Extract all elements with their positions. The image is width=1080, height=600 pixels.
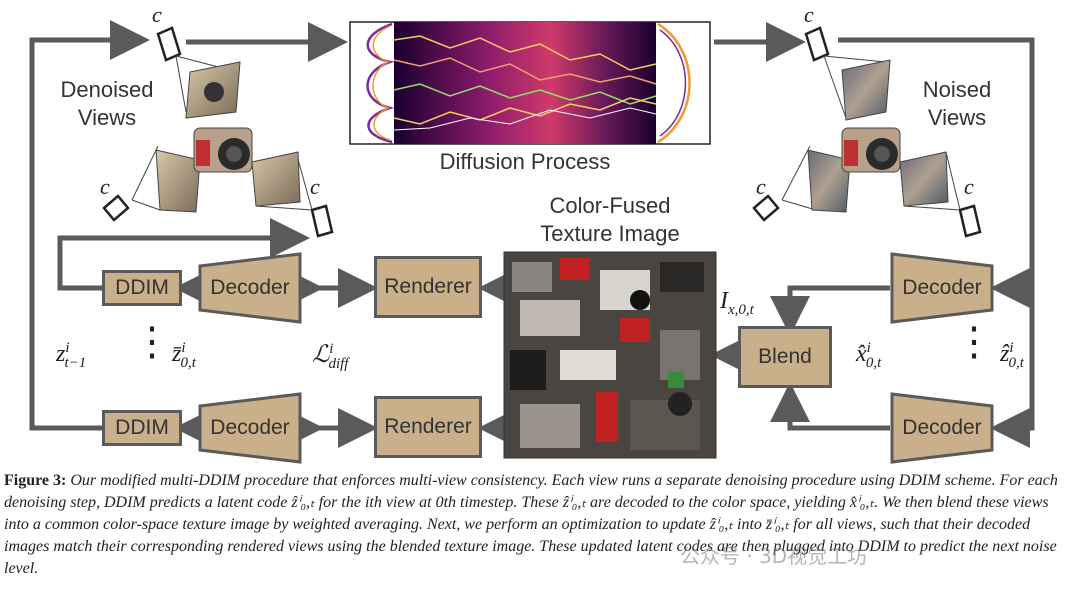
decoder-right-top [890, 252, 994, 324]
camera-label: c [756, 174, 766, 199]
texture-image [503, 251, 717, 459]
ddim-box-top: DDIM [102, 270, 182, 306]
renderer-box-bottom: Renderer [374, 396, 482, 458]
decoder-label-left-top: Decoder [210, 276, 290, 299]
blend-box: Blend [738, 326, 832, 388]
camera-mid-right-icon-left-group [251, 151, 334, 238]
decoder-left-top [198, 252, 302, 324]
camera-mid-right-icon [752, 145, 851, 222]
diagram: Denoised Views Noised Views Diffusion Pr… [29, 2, 1035, 464]
camera-top-left-icon [156, 26, 241, 119]
diffusion-process-label: Diffusion Process [439, 149, 611, 174]
denoised-views-label: Denoised Views [60, 77, 154, 130]
texture-image-label: Color-Fused Texture Image [540, 193, 680, 246]
right-outer-loop-bottom [990, 288, 1035, 448]
decoder-label-left-bottom: Decoder [210, 416, 290, 439]
camera-label: c [152, 2, 162, 27]
camera-label: c [100, 174, 110, 199]
decoder-left-bottom [198, 392, 302, 464]
diffusion-process-image [349, 21, 711, 145]
renderer-box-top: Renderer [374, 256, 482, 318]
camera-label: c [964, 174, 974, 199]
z-bar-0t: z̄i0,t [172, 340, 196, 371]
camera-model-left-icon [193, 127, 253, 173]
right-outer-loop-top [838, 37, 1035, 308]
watermark: 公众号 · 3D视觉工坊 [680, 544, 868, 568]
decoder-right-bottom [890, 392, 994, 464]
caption-text: Our modified multi-DDIM procedure that e… [4, 472, 1058, 577]
figure-label: Figure 3: [4, 472, 67, 489]
camera-mid-left-icon [102, 145, 201, 222]
ellipsis-right: ⋮ [954, 319, 994, 364]
camera-label: c [310, 174, 320, 199]
z-t-minus-1: zit−1 [56, 340, 87, 371]
z-hat-0t: ẑi0,t [1000, 340, 1024, 371]
x-hat-0t: x̂i0,t [856, 340, 882, 371]
camera-top-right-icon [804, 26, 891, 121]
camera-far-right-icon [899, 151, 982, 238]
camera-label: c [804, 2, 814, 27]
ddim-box-bottom: DDIM [102, 410, 182, 446]
decoder-label-right-bottom: Decoder [902, 416, 982, 439]
decoder-label-right-top: Decoder [902, 276, 982, 299]
camera-model-right-icon [841, 127, 901, 173]
noised-views-label: Noised Views [922, 77, 992, 130]
ellipsis-left: ⋮ [132, 319, 172, 364]
figure-caption: Figure 3: Our modified multi-DDIM proced… [4, 470, 1076, 580]
connector-lines [29, 20, 1035, 464]
ddim-to-views-loop [57, 218, 310, 291]
left-outer-loop [29, 20, 150, 431]
i-x-0t: Ix,0,t [720, 288, 754, 318]
loss-diff: ℒidiff [312, 341, 349, 372]
